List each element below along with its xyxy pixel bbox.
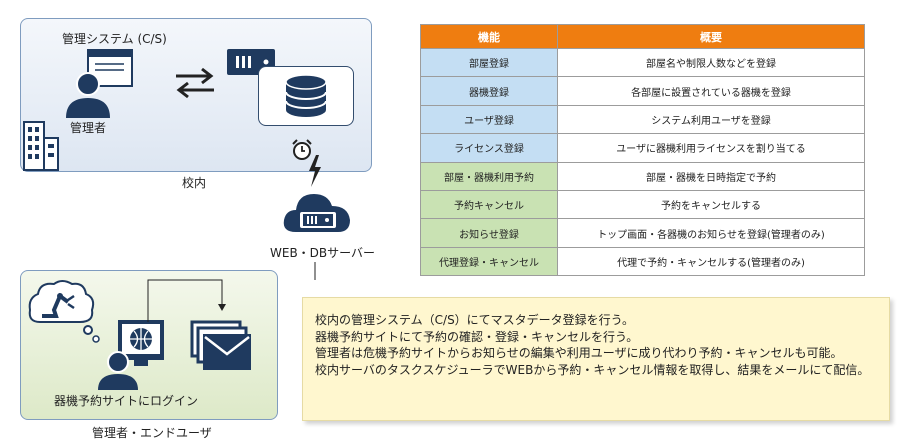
table-row: 部屋登録部屋名や制限人数などを登録 [420, 47, 865, 78]
function-name: ライセンス登録 [420, 133, 558, 163]
table-row: 部屋・器機利用予約部屋・器機を日時指定で予約 [420, 161, 865, 191]
function-name: 部屋登録 [420, 47, 558, 78]
sync-arrows-icon [176, 67, 214, 99]
server-label: WEB・DBサーバー [270, 246, 376, 260]
function-name: 部屋・器機利用予約 [420, 161, 558, 191]
header-overview: 概要 [557, 24, 865, 49]
robot-arm-thought-icon [28, 280, 100, 343]
campus-caption: 校内 [182, 176, 207, 190]
function-desc: 各部屋に設置されている器機を登録 [557, 76, 865, 106]
login-label: 器機予約サイトにログイン [54, 394, 199, 408]
table-row: ユーザ登録システム利用ユーザを登録 [420, 104, 865, 135]
table-row: お知らせ登録トップ画面・各器機のお知らせを登録(管理者のみ) [420, 218, 865, 248]
table-row: 代理登録・キャンセル代理で予約・キャンセルする(管理者のみ) [420, 246, 865, 277]
function-desc: システム利用ユーザを登録 [557, 104, 865, 135]
database-icon [285, 74, 327, 117]
function-name: お知らせ登録 [420, 218, 558, 248]
admin-pc-icon [66, 49, 133, 118]
function-desc: 部屋・器機を日時指定で予約 [557, 161, 865, 191]
admin-label: 管理者 [70, 121, 107, 135]
cloud-server-icon [283, 194, 350, 232]
table-row: ライセンス登録ユーザに器機利用ライセンスを割り当てる [420, 133, 865, 163]
function-table: 機能 概要 部屋登録部屋名や制限人数などを登録 器機登録各部屋に設置されている器… [420, 24, 865, 277]
management-system-label: 管理システム (C/S) [62, 32, 167, 46]
enduser-caption: 管理者・エンドユーザ [92, 426, 212, 440]
table-row: 器機登録各部屋に設置されている器機を登録 [420, 76, 865, 106]
building-icon [23, 121, 59, 171]
function-desc: 予約をキャンセルする [557, 189, 865, 220]
header-function: 機能 [420, 24, 558, 49]
table-row: 予約キャンセル予約をキャンセルする [420, 189, 865, 220]
function-desc: 代理で予約・キャンセルする(管理者のみ) [557, 246, 865, 277]
function-desc: ユーザに器機利用ライセンスを割り当てる [557, 133, 865, 163]
note-line: 管理者は危機予約サイトからお知らせの編集や利用ユーザに成り代わり予約・キャンセル… [315, 346, 843, 360]
alarm-clock-icon [292, 139, 312, 160]
function-desc: 部屋名や制限人数などを登録 [557, 47, 865, 78]
note-line: 器機予約サイトにて予約の確認・登録・キャンセルを行う。 [315, 329, 639, 344]
function-name: 代理登録・キャンセル [420, 246, 558, 277]
function-name: 予約キャンセル [420, 189, 558, 220]
user-web-icon [98, 320, 164, 390]
function-desc: トップ画面・各器機のお知らせを登録(管理者のみ) [557, 218, 865, 248]
function-name: ユーザ登録 [420, 104, 558, 135]
function-name: 器機登録 [420, 76, 558, 106]
description-note: 校内の管理システム（C/S）にてマスタデータ登録を行う。 器機予約サイトにて予約… [302, 297, 890, 421]
table-header-row: 機能 概要 [420, 24, 865, 49]
note-line: 校内サーバのタスクスケジューラでWEBから予約・キャンセル情報を取得し、結果をメ… [315, 362, 870, 377]
lightning-icon [309, 155, 321, 187]
note-line: 校内の管理システム（C/S）にてマスタデータ登録を行う。 [315, 313, 634, 327]
mail-icon [190, 320, 251, 370]
